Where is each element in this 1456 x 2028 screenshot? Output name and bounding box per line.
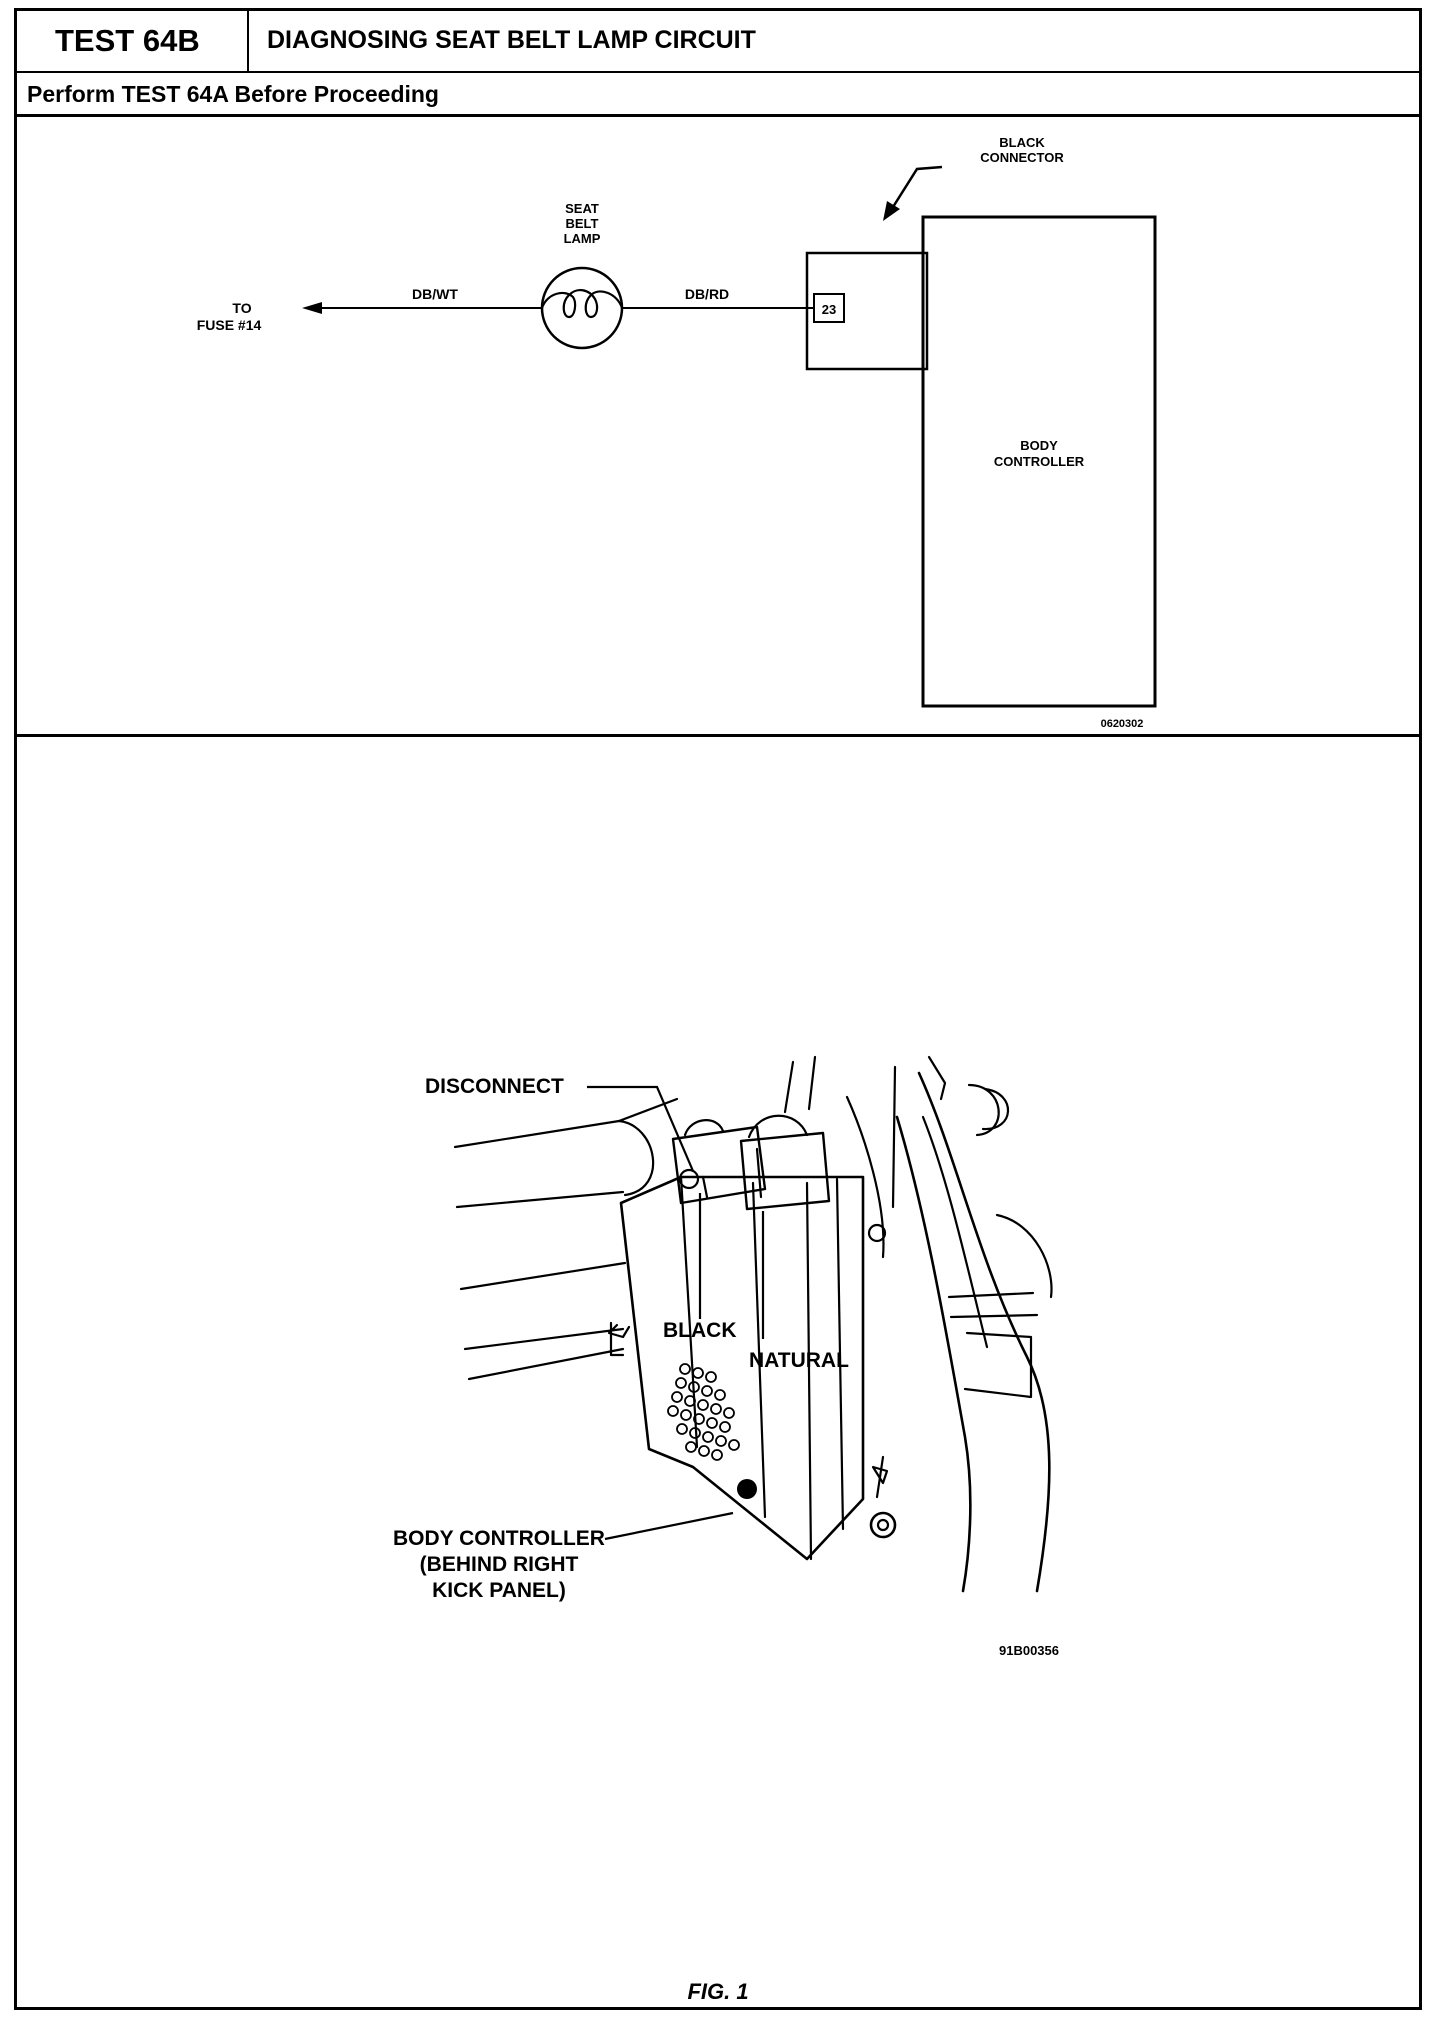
lamp-filament-icon (540, 289, 624, 319)
harness-wire-2 (807, 1055, 817, 1111)
lamp-label-seat: SEAT (565, 201, 599, 216)
vent-roll-inner (981, 1087, 1010, 1131)
pin-number: 23 (822, 302, 836, 317)
panel-edge-lower (463, 1327, 625, 1351)
vent-roll (967, 1083, 1000, 1137)
test-title: DIAGNOSING SEAT BELT LAMP CIRCUIT (267, 26, 756, 54)
controller-mount-boss (737, 1479, 757, 1499)
connector-label-connector: CONNECTOR (980, 150, 1064, 165)
location-line-1: (BEHIND RIGHT (420, 1553, 579, 1576)
housing-crease-2 (751, 1181, 767, 1519)
duct-upper-edge (453, 1097, 679, 1149)
lamp-label-belt: BELT (566, 216, 599, 231)
black-connector-wires (683, 1119, 725, 1137)
duct-lower-edge (455, 1190, 625, 1209)
lower-mount-nut (869, 1511, 897, 1539)
body-controller-callout-line (604, 1511, 734, 1541)
controller-label-controller: CONTROLLER (994, 454, 1085, 469)
location-line-2: KICK PANEL) (432, 1579, 566, 1602)
harness-wire-1 (783, 1060, 795, 1114)
connector-callout-arrow-icon (883, 201, 900, 221)
disconnect-label: DISCONNECT (425, 1075, 564, 1098)
schematic-drawing: TO FUSE #14 DB/WT SEAT BELT LAMP DB/RD 2… (197, 135, 1157, 730)
panel-edge-bottom (467, 1347, 625, 1381)
upper-mount-nut (867, 1223, 887, 1243)
pillar-clip (927, 1055, 947, 1101)
duct-end (617, 1119, 655, 1197)
wire-right-label: DB/RD (685, 286, 729, 302)
black-connector-latch (701, 1175, 709, 1199)
body-controller-illustration: DISCONNECT BLACK NATURAL BODY CONTROLLER… (393, 1055, 1059, 1658)
arrow-to-fuse-icon (302, 302, 322, 314)
connector-callout-line (891, 165, 943, 208)
bracket-tab (607, 1323, 631, 1339)
natural-connector-shape (739, 1131, 831, 1211)
body-controller-box (921, 215, 1157, 708)
bracket-clip (609, 1321, 625, 1357)
disconnect-callout-line (587, 1085, 695, 1172)
connector-fastener (678, 1168, 700, 1190)
to-label: TO (232, 300, 251, 316)
fuse-label: FUSE #14 (197, 317, 262, 333)
panel-shelf-2 (949, 1313, 1039, 1319)
pillar-curve-mid (921, 1115, 989, 1349)
prerequisite-note: Perform TEST 64A Before Proceeding (17, 73, 1419, 117)
figure-code: 91B00356 (999, 1643, 1059, 1658)
wire-left-label: DB/WT (412, 286, 458, 302)
connector-label-black: BLACK (999, 135, 1045, 150)
controller-housing (619, 1175, 865, 1561)
black-label: BLACK (663, 1319, 737, 1342)
harness-wire-4 (891, 1065, 897, 1209)
housing-crease-3 (805, 1181, 813, 1561)
vent-holes (667, 1363, 740, 1461)
lower-mount-bolt (876, 1518, 890, 1532)
black-connector-shape (671, 1125, 767, 1205)
seat-belt-lamp-icon (540, 266, 624, 350)
location-figure: DISCONNECT BLACK NATURAL BODY CONTROLLER… (17, 737, 1419, 2007)
natural-label: NATURAL (749, 1349, 849, 1372)
panel-box (963, 1331, 1033, 1399)
black-connector (805, 251, 929, 371)
housing-crease-4 (835, 1177, 845, 1531)
lamp-label-lamp: LAMP (564, 231, 601, 246)
wiring-schematic: TO FUSE #14 DB/WT SEAT BELT LAMP DB/RD 2… (17, 117, 1419, 737)
pillar-curve-outer (917, 1071, 1051, 1593)
pillar-curve-inner (895, 1115, 972, 1593)
test-number: TEST 64B (17, 11, 249, 71)
natural-connector-latch (755, 1147, 763, 1199)
header-row: TEST 64B DIAGNOSING SEAT BELT LAMP CIRCU… (17, 11, 1419, 73)
panel-curve-right (995, 1213, 1053, 1299)
body-controller-label: BODY CONTROLLER (393, 1527, 605, 1550)
panel-edge-upper (459, 1261, 627, 1291)
figure-caption: FIG. 1 (687, 1979, 749, 2004)
controller-label-body: BODY (1020, 438, 1058, 453)
panel-shelf-1 (947, 1291, 1035, 1299)
diagnostic-sheet: TEST 64B DIAGNOSING SEAT BELT LAMP CIRCU… (14, 8, 1422, 2010)
housing-arrow-mark (871, 1465, 889, 1485)
pin-box (813, 293, 845, 323)
schematic-figure-code: 0620302 (1101, 718, 1144, 730)
natural-connector-wires (747, 1114, 809, 1139)
